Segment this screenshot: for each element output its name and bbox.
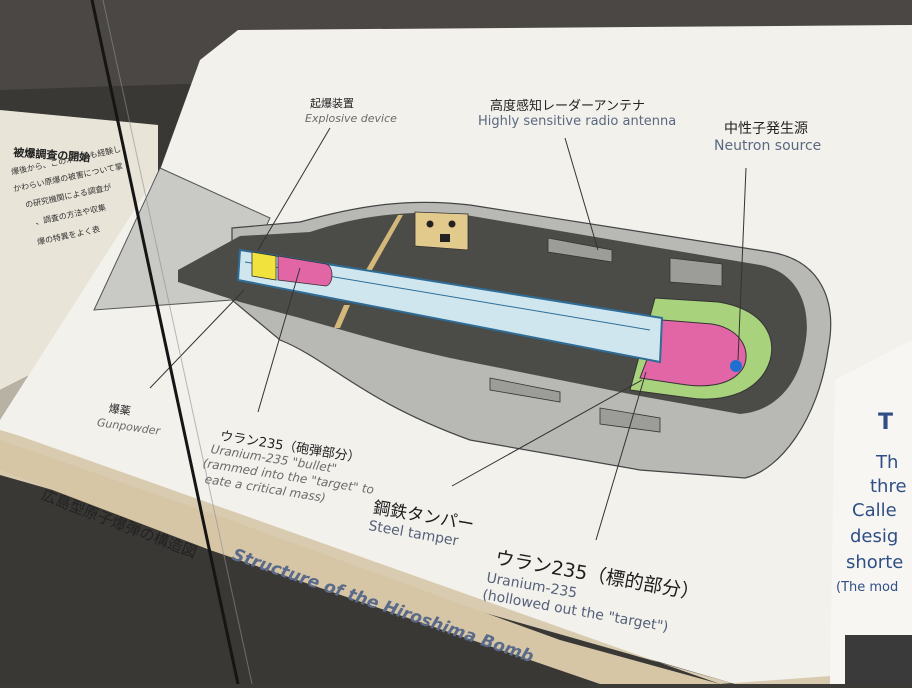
glass-edge xyxy=(90,0,240,685)
right-panel-heading: T xyxy=(878,410,894,435)
right-panel-line-3: Calle xyxy=(852,500,897,521)
explosive-device-label-jp: 起爆装置 xyxy=(310,97,354,110)
right-panel-line-5: shorte xyxy=(846,552,904,573)
right-panel-line-6: (The mod xyxy=(836,580,899,595)
bomb-cross-section xyxy=(93,167,832,479)
neutron-source-label-jp: 中性子発生源 xyxy=(724,121,808,137)
right-panel-line-2: thre xyxy=(870,476,907,497)
right-panel-line-1: Th xyxy=(876,452,899,473)
radio-antenna-label-en: Highly sensitive radio antenna xyxy=(478,114,677,129)
explosive-device-label-en: Explosive device xyxy=(305,112,397,125)
radio-antenna-label-jp: 高度感知レーダーアンテナ xyxy=(490,99,645,114)
right-info-panel xyxy=(830,340,912,684)
gunpowder-label-jp: 爆薬 xyxy=(107,401,132,418)
leader-lines xyxy=(149,127,747,541)
neutron-source-label-en: Neutron source xyxy=(714,138,822,154)
right-panel-line-4: desig xyxy=(850,526,899,547)
